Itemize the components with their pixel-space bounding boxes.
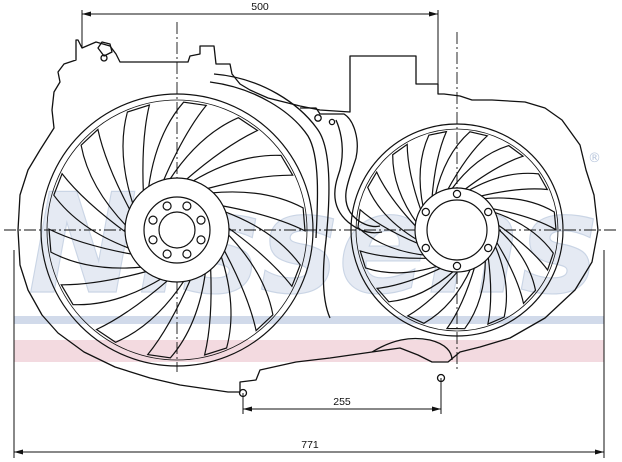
right-fan-blade bbox=[359, 249, 440, 274]
right-fan-blade bbox=[434, 131, 489, 197]
left-fan-hub-core bbox=[158, 211, 196, 249]
inner-rib-left bbox=[213, 73, 331, 319]
dim-top-arrow-left bbox=[82, 11, 91, 17]
left-fan-hub-bolt bbox=[162, 249, 172, 259]
left-fan-blade bbox=[210, 191, 306, 232]
right-fan-blade bbox=[495, 227, 537, 305]
right-fan-hub-bolt bbox=[484, 207, 493, 217]
left-fan-hub-bolt bbox=[148, 215, 158, 225]
right-fan-blade bbox=[492, 211, 554, 272]
right-fan-hub-inner bbox=[426, 199, 488, 261]
dim-top-arrow-right bbox=[429, 11, 438, 17]
watermark-brand: Nissens bbox=[28, 164, 598, 325]
left-fan-blades bbox=[48, 101, 306, 359]
left-fan-hub-inner bbox=[143, 196, 211, 264]
dim-mid-label: 255 bbox=[333, 396, 351, 408]
right-fan-ring-inner bbox=[355, 128, 559, 332]
left-fan-hub-bolt bbox=[182, 249, 192, 259]
saddle-hole-1 bbox=[314, 114, 322, 122]
left-fan-hub-bolt bbox=[148, 235, 158, 245]
top-tab-hole bbox=[100, 54, 108, 62]
saddle-hole-2 bbox=[328, 118, 336, 126]
right-fan-hub bbox=[414, 187, 500, 273]
left-fan-hub bbox=[124, 177, 230, 283]
left-fan bbox=[40, 93, 314, 367]
right-fan-hub-bolt bbox=[452, 189, 462, 199]
left-fan-blade bbox=[168, 117, 259, 182]
right-fan-hub-bolt bbox=[421, 207, 430, 217]
dim-bottom-arrow-right bbox=[595, 449, 604, 455]
dimension-overall bbox=[13, 250, 605, 458]
dim-bottom-arrow-left bbox=[14, 449, 23, 455]
dim-mid-arrow-right bbox=[432, 406, 441, 412]
watermark-blue-stripe bbox=[14, 316, 604, 324]
right-fan-ring bbox=[350, 123, 564, 337]
left-fan-blade bbox=[146, 270, 207, 359]
dim-top-label: 500 bbox=[251, 1, 269, 13]
right-fan-hub-bolt bbox=[452, 261, 462, 271]
left-fan-blade bbox=[80, 128, 132, 228]
left-fan-ring bbox=[40, 93, 314, 367]
right-fan-blade bbox=[419, 130, 448, 209]
center-saddle bbox=[300, 107, 381, 228]
left-fan-hub-bolt bbox=[182, 201, 192, 211]
watermark-registered: ® bbox=[588, 151, 601, 166]
right-fan-hub-bolts bbox=[421, 189, 493, 271]
right-fan-blade bbox=[466, 172, 549, 198]
left-fan-blade bbox=[53, 172, 131, 250]
left-fan-blade bbox=[222, 232, 274, 332]
right-fan-blades bbox=[357, 130, 557, 330]
left-fan-blade bbox=[48, 228, 144, 269]
right-fan-blade bbox=[367, 170, 419, 242]
right-fan-hub-bolt bbox=[421, 243, 430, 253]
left-fan-blade bbox=[190, 154, 294, 190]
right-fan-blade bbox=[482, 197, 557, 231]
right-fan-blade bbox=[375, 266, 456, 303]
left-fan-ring-inner bbox=[46, 99, 308, 361]
left-fan-blade bbox=[60, 270, 164, 306]
dimension-bolts bbox=[242, 378, 442, 414]
left-fan-hub-bolts bbox=[148, 201, 206, 259]
left-fan-blade bbox=[203, 254, 232, 356]
right-fan-blade bbox=[450, 144, 525, 191]
right-fan-blade bbox=[445, 258, 486, 330]
right-fan-blade bbox=[392, 143, 422, 225]
right-fan-blade bbox=[357, 208, 427, 256]
left-fan-hub-bolt bbox=[162, 201, 172, 211]
lower-lobe bbox=[371, 337, 453, 361]
watermark: Nissens ® bbox=[14, 151, 604, 362]
left-fan-hub-bolt bbox=[196, 235, 206, 245]
dimension-top bbox=[81, 10, 439, 94]
dim-bottom-label: 771 bbox=[301, 439, 319, 451]
left-fan-blade bbox=[122, 104, 151, 206]
dim-mid-arrow-left bbox=[243, 406, 252, 412]
right-fan-blade bbox=[487, 243, 508, 326]
left-fan-blade bbox=[95, 278, 186, 343]
left-fan-hub-bolt bbox=[196, 215, 206, 225]
right-fan-hub-bolt bbox=[484, 243, 493, 253]
right-fan bbox=[350, 123, 564, 337]
left-fan-blade bbox=[223, 210, 301, 288]
right-fan-blade bbox=[406, 267, 472, 324]
inner-rib-left-2 bbox=[209, 81, 319, 239]
center-saddle-2 bbox=[334, 119, 383, 234]
left-fan-blade bbox=[147, 101, 208, 190]
